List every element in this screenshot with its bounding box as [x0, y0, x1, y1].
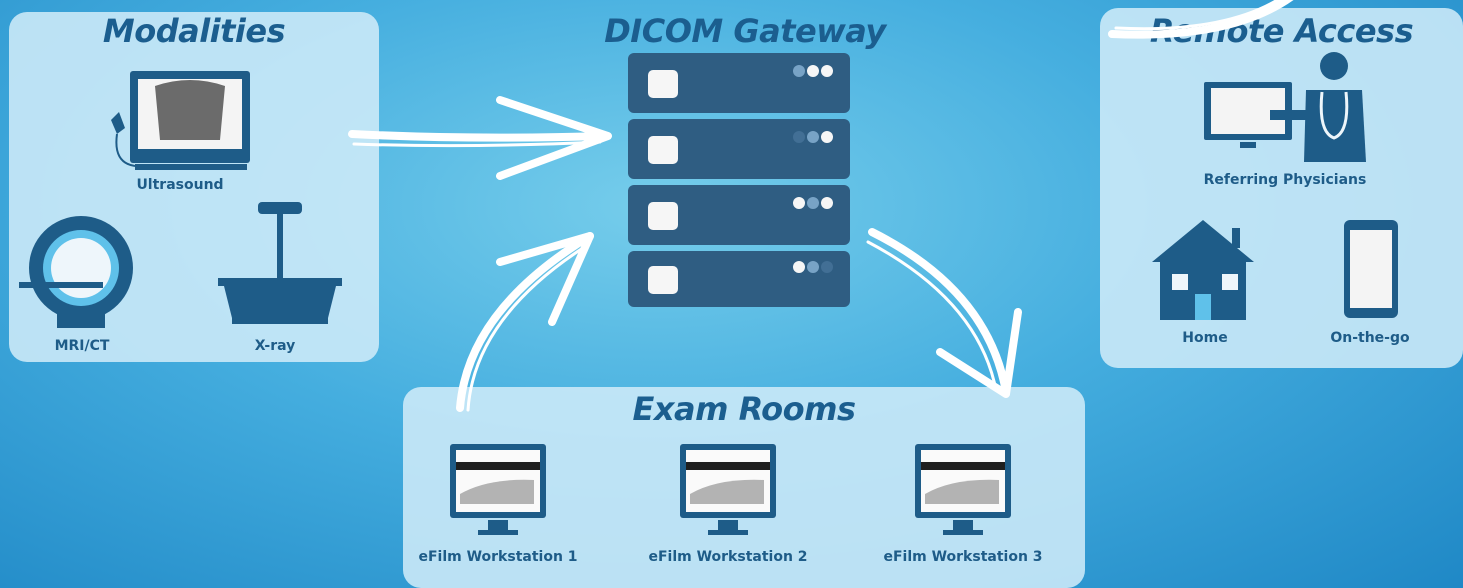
- ultrasound-label: Ultrasound: [136, 177, 224, 193]
- mobile-icon: [1344, 220, 1398, 318]
- arrow-modalities-to-gateway: [348, 96, 612, 180]
- home-label: Home: [1182, 330, 1228, 346]
- exam-rooms-title: Exam Rooms: [632, 390, 856, 428]
- workstation-3-label: eFilm Workstation 3: [883, 549, 1043, 565]
- arrow-gateway-to-exam: [866, 228, 1022, 398]
- on-the-go-label: On-the-go: [1330, 330, 1410, 346]
- physician-icon: [1204, 52, 1366, 162]
- gateway-title: DICOM Gateway: [604, 12, 886, 50]
- ultrasound-icon: [111, 71, 250, 170]
- workstation-2-label: eFilm Workstation 2: [648, 549, 808, 565]
- workstation-1-icon: [450, 444, 546, 535]
- modalities-title: Modalities: [102, 12, 286, 50]
- workstation-1-label: eFilm Workstation 1: [418, 549, 578, 565]
- xray-icon: [218, 202, 342, 324]
- xray-label: X-ray: [254, 338, 296, 354]
- mri-ct-icon: [19, 216, 133, 328]
- arrow-exam-to-gateway: [456, 232, 594, 412]
- workstation-2-icon: [680, 444, 776, 535]
- remote-access-title: Remote Access: [1149, 12, 1414, 50]
- workstation-3-icon: [915, 444, 1011, 535]
- home-icon: [1152, 220, 1254, 320]
- server-icon: [628, 53, 850, 307]
- mri-ct-label: MRI/CT: [54, 338, 110, 354]
- referring-physicians-label: Referring Physicians: [1203, 172, 1367, 188]
